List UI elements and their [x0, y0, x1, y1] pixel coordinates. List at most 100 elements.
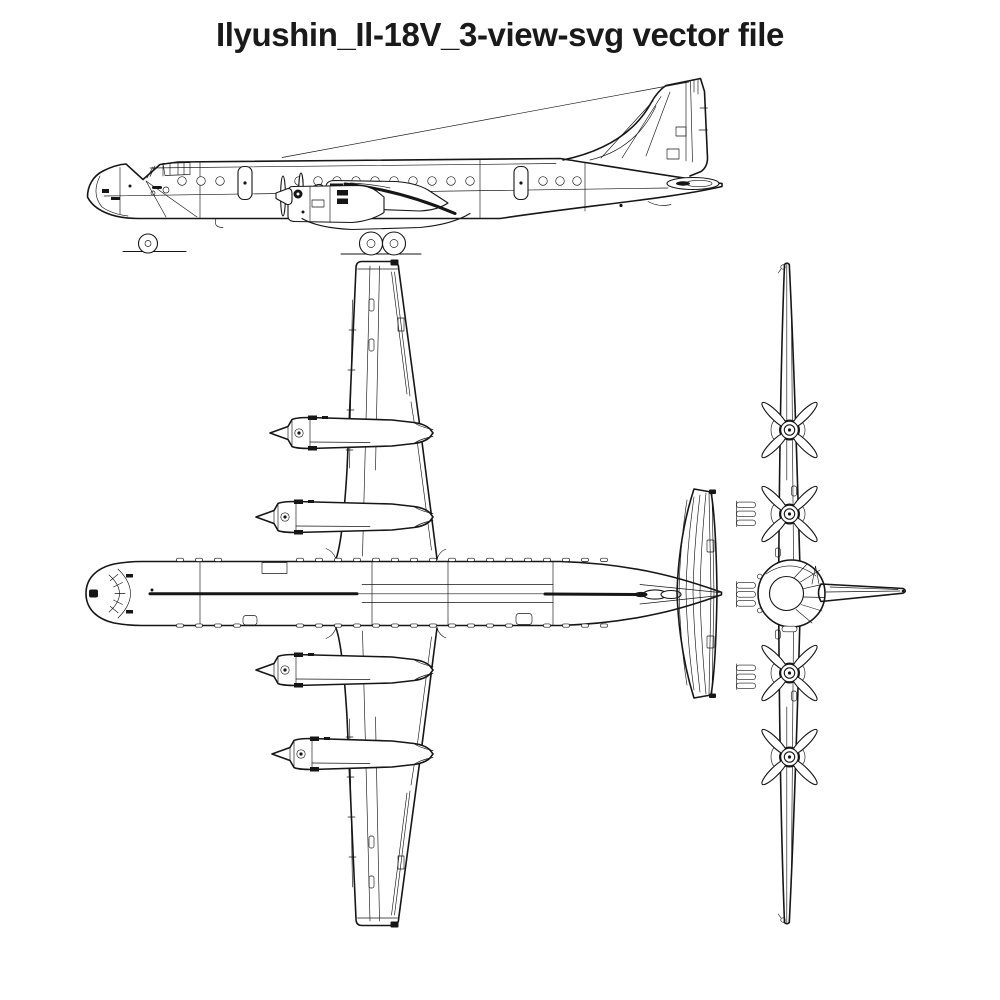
wheel-hub — [144, 240, 152, 247]
plan-window-tick — [334, 557, 342, 562]
propeller — [761, 644, 818, 702]
engine-nacelle — [271, 736, 434, 772]
plan-window-tick — [296, 623, 304, 628]
plan-window-tick — [562, 557, 570, 562]
plan-window-tick — [391, 557, 399, 562]
wheel-hub — [366, 239, 376, 248]
plan-window-tick — [581, 557, 589, 562]
cowl-rings — [273, 501, 297, 533]
plan-window-tick — [562, 623, 570, 628]
spinner-tip — [787, 512, 792, 516]
intake — [308, 446, 317, 451]
passenger-window — [196, 176, 206, 186]
plan-window-tick — [486, 557, 494, 562]
side-view — [86, 77, 723, 256]
plan-window-tick — [372, 557, 380, 562]
intake — [308, 415, 317, 420]
plan-window-tick — [353, 557, 361, 562]
spinner-dot — [283, 668, 287, 672]
tail-fairing-lines — [413, 506, 434, 528]
engine-nacelle — [269, 415, 434, 451]
cabin-doors — [237, 165, 529, 201]
spinner-hub — [280, 665, 290, 675]
spinner-tip — [787, 671, 792, 675]
plan-window-tick — [429, 557, 437, 562]
spinner-dot — [283, 515, 287, 519]
plan-window-tick — [391, 623, 399, 628]
plan-window-tick — [429, 623, 437, 628]
panel-line — [311, 762, 371, 764]
panel-line — [295, 678, 371, 680]
side-engines — [275, 172, 471, 231]
main-wheel — [381, 231, 407, 256]
passenger-window — [572, 176, 582, 186]
aileron-tab — [397, 317, 405, 332]
exhaust-pipe — [736, 591, 756, 598]
engine-nacelle — [255, 652, 434, 688]
intake — [294, 499, 303, 504]
cowl-rings — [287, 417, 311, 449]
plan-window-tick — [600, 557, 608, 562]
plan-window-tick — [581, 623, 589, 628]
belly-hatch — [515, 613, 533, 625]
exhaust-pipe — [736, 519, 756, 527]
fin-base-fairing — [660, 589, 682, 600]
passenger-window — [177, 176, 187, 186]
plan-tailplane — [676, 488, 718, 699]
plan-engine-nacelles — [255, 415, 434, 772]
spinner-tip — [787, 428, 792, 432]
plan-window-tick — [448, 623, 456, 628]
plan-window-tick — [214, 557, 222, 562]
passenger-window — [538, 176, 548, 186]
tail-fairing-lines — [413, 659, 434, 681]
intake — [294, 652, 303, 657]
plan-window-tick — [315, 623, 323, 628]
passenger-window — [446, 176, 456, 186]
exhaust-pipe — [736, 600, 756, 607]
plan-window-ticks — [176, 557, 608, 628]
plan-window-tick — [296, 557, 304, 562]
plan-fuselage-outline — [85, 560, 723, 627]
plan-window-tick — [410, 557, 418, 562]
spinner-tip — [787, 755, 792, 759]
passenger-window — [427, 176, 437, 186]
exhaust-pipe — [736, 673, 756, 681]
intake — [308, 500, 314, 503]
plan-window-tick — [524, 557, 532, 562]
plan-window-tick — [334, 623, 342, 628]
cowl-rings — [289, 738, 313, 770]
propeller — [761, 728, 818, 786]
plan-window-tick — [448, 557, 456, 562]
plan-window-tick — [505, 557, 513, 562]
elevator-tab — [706, 635, 715, 649]
exhaust-pipe — [736, 501, 756, 509]
exhaust-stub-group — [736, 500, 756, 527]
nose-wheel — [137, 233, 159, 254]
plan-window-tick — [467, 557, 475, 562]
wingtip-light — [780, 264, 786, 270]
door-handle — [519, 181, 523, 185]
exhaust-pipe — [736, 682, 756, 690]
wheels — [137, 231, 407, 256]
nose-cap — [89, 589, 98, 598]
top-view — [85, 259, 723, 929]
antenna-wire — [281, 81, 690, 158]
plan-window-tick — [233, 623, 241, 628]
plan-fuselage — [85, 560, 723, 627]
plan-window-tick — [543, 557, 551, 562]
nose-port — [162, 186, 170, 194]
main-wheel — [358, 231, 384, 256]
exhaust-pipe — [736, 582, 756, 589]
panel-line — [295, 525, 371, 527]
fin-edge — [811, 565, 820, 585]
door-handle — [243, 181, 247, 185]
side-landing-gear — [122, 231, 422, 256]
plan-window-tick — [600, 623, 608, 628]
plan-window-tick — [214, 623, 222, 628]
tail-fairing-lines — [413, 422, 434, 444]
exhaust-pipe — [736, 664, 756, 672]
belly-hatch — [242, 615, 258, 626]
intake — [308, 653, 314, 656]
